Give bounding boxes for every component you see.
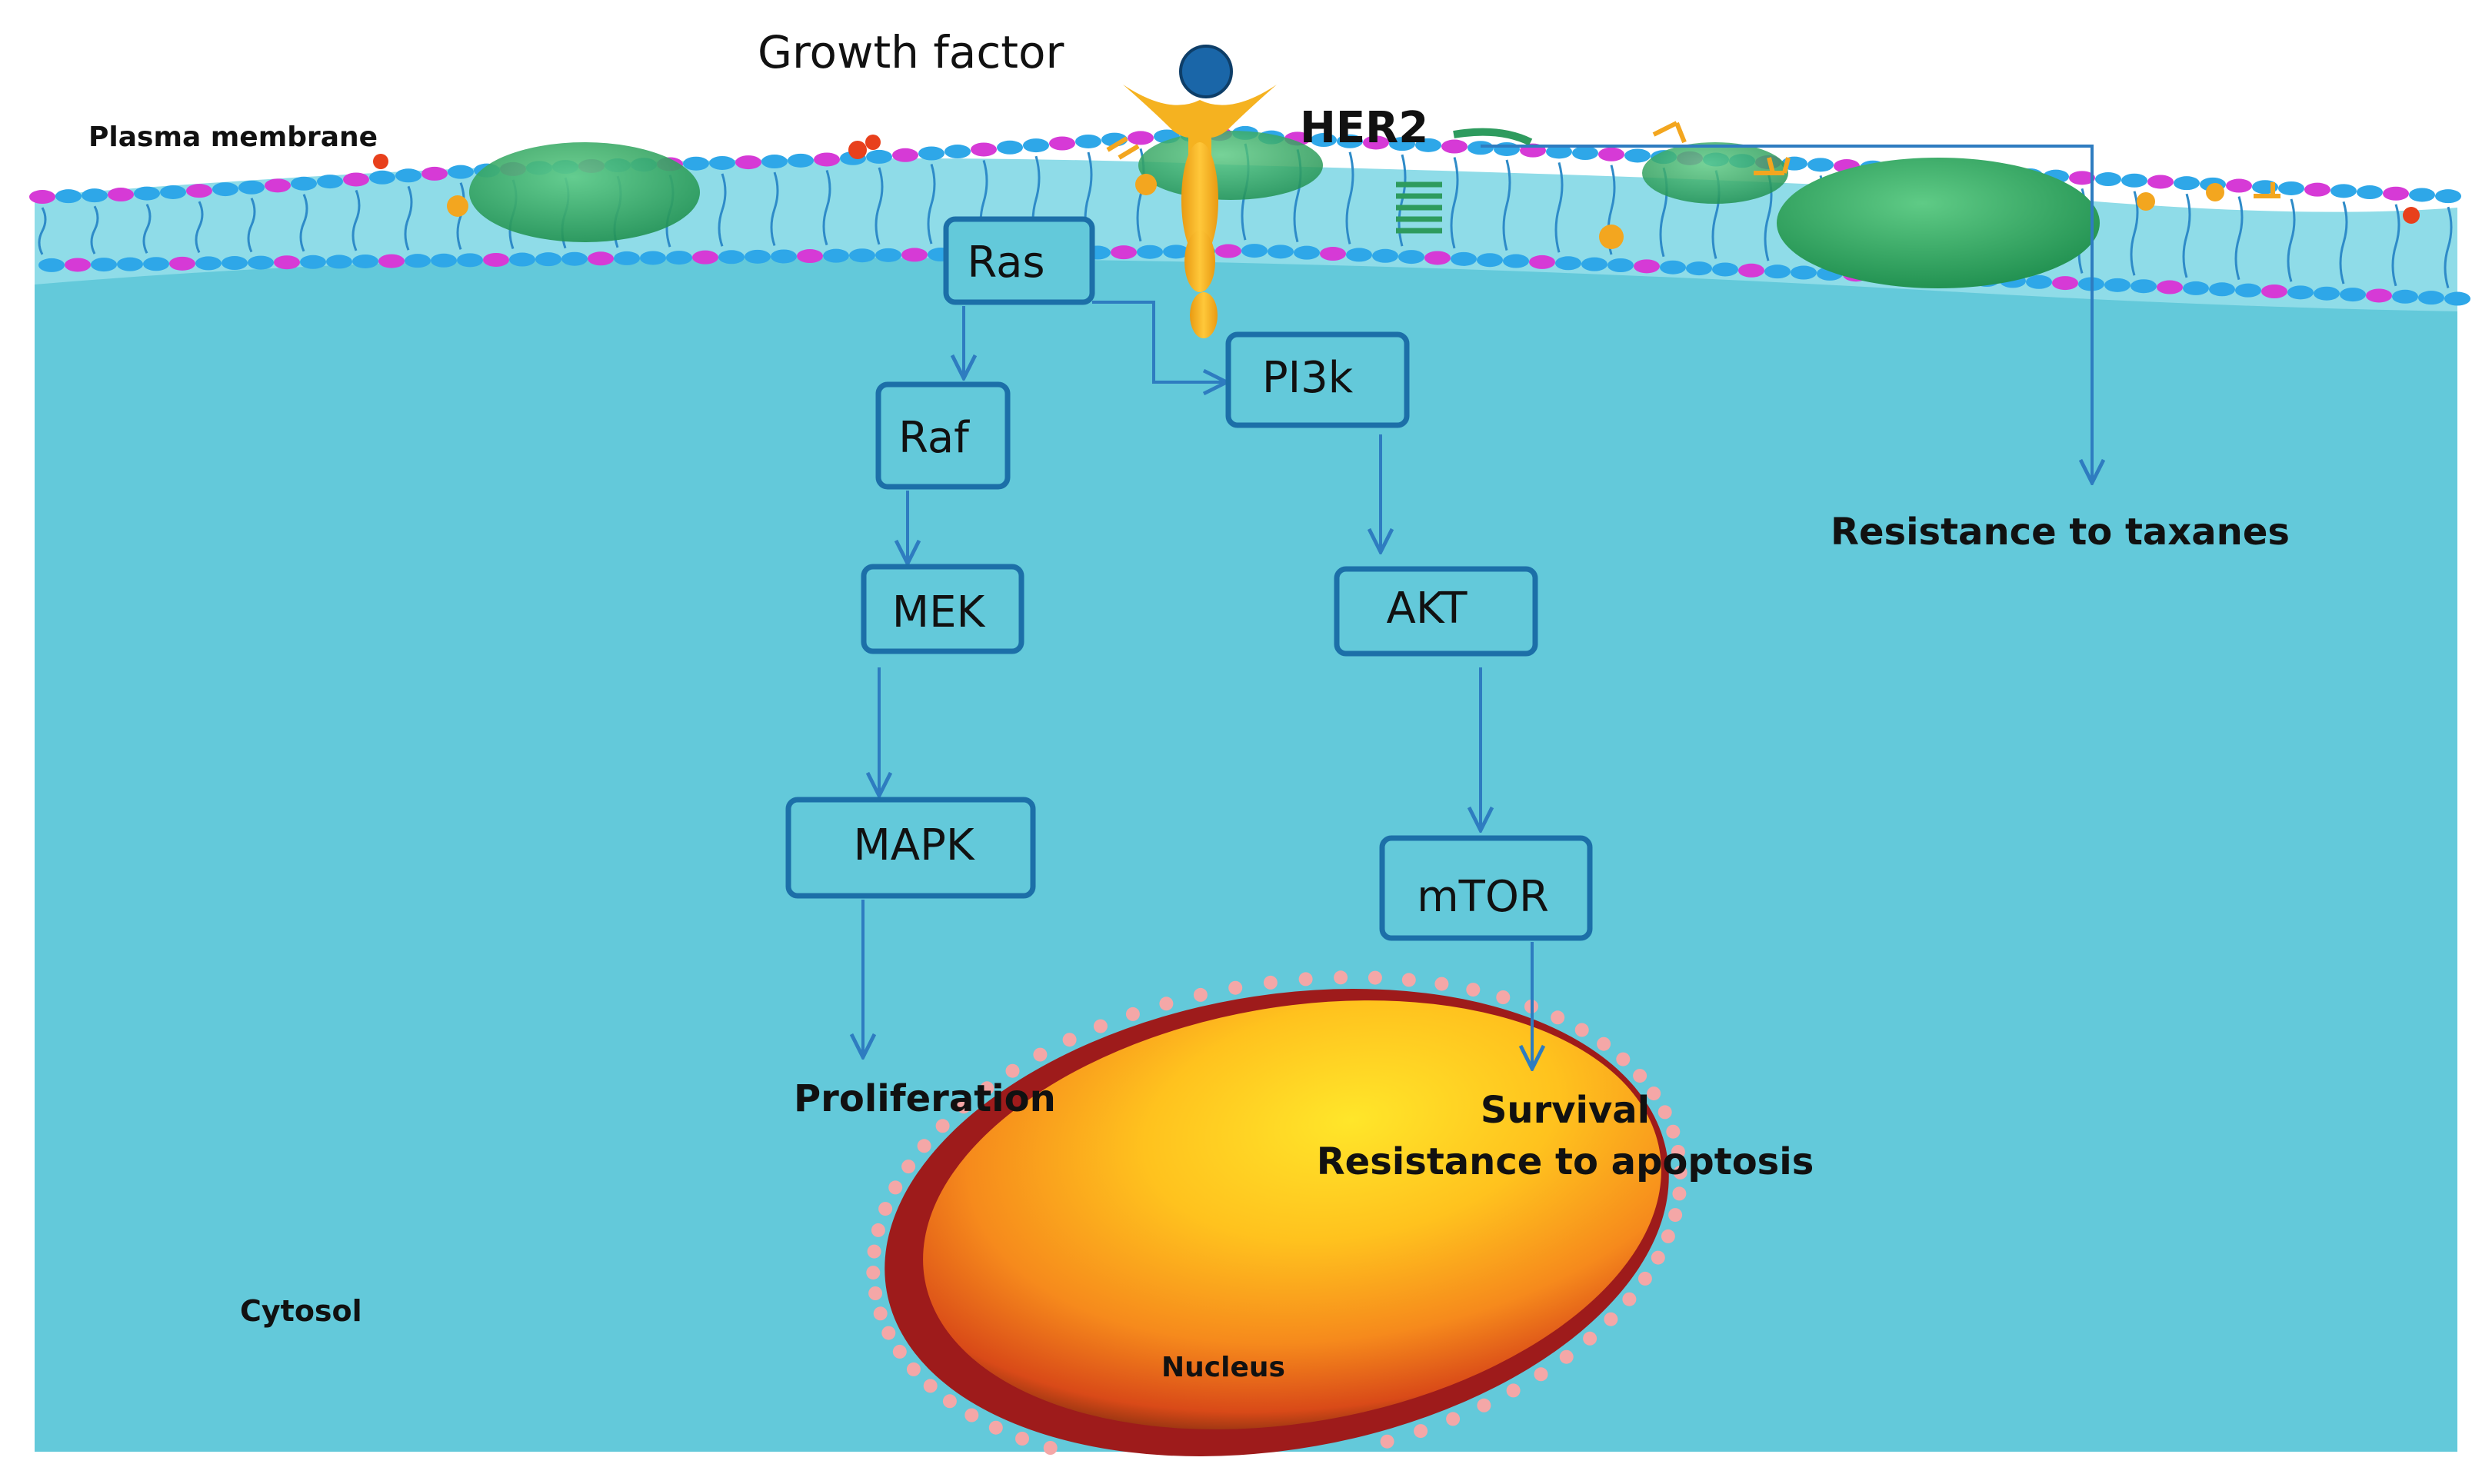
node-mapk: MAPK: [785, 797, 1036, 899]
node-mek: MEK: [861, 564, 1024, 654]
growth-factor-ligand: [1179, 45, 1233, 98]
resistance-taxanes-label: Resistance to taxanes: [1831, 511, 2290, 554]
plasma-membrane: [29, 121, 2470, 311]
node-raf-label: Raf: [898, 413, 970, 463]
her2-label: HER2: [1300, 103, 1428, 153]
node-mek-label: MEK: [892, 587, 986, 637]
resistance-apoptosis-label: Resistance to apoptosis: [1317, 1140, 1814, 1183]
node-pi3k-label: PI3k: [1262, 353, 1354, 403]
arrow-her2-taxanes: [1481, 145, 2092, 483]
nuclear-pores: [866, 970, 1687, 1455]
survival-label: Survival: [1481, 1089, 1650, 1132]
nucleus-label: Nucleus: [1161, 1352, 1285, 1383]
her2-receptor: [1123, 85, 1277, 338]
node-mapk-label: MAPK: [853, 820, 974, 870]
node-raf: Raf: [875, 381, 1011, 490]
plasma-membrane-label: Plasma membrane: [88, 121, 378, 153]
node-ras: Ras: [943, 216, 1095, 305]
nucleus: [866, 970, 1687, 1456]
node-ras-label: Ras: [967, 238, 1044, 288]
growth-factor-label: Growth factor: [758, 26, 1064, 78]
pathway-arrows: [863, 145, 2092, 1069]
node-mtor: mTOR: [1379, 835, 1593, 941]
node-pi3k: PI3k: [1225, 331, 1410, 428]
node-akt: AKT: [1334, 566, 1538, 657]
arrow-ras-pi3k: [1092, 301, 1227, 382]
node-akt-label: AKT: [1387, 584, 1468, 634]
cytosol-label: Cytosol: [240, 1294, 362, 1328]
proliferation-label: Proliferation: [794, 1077, 1056, 1120]
node-mtor-label: mTOR: [1417, 872, 1549, 922]
